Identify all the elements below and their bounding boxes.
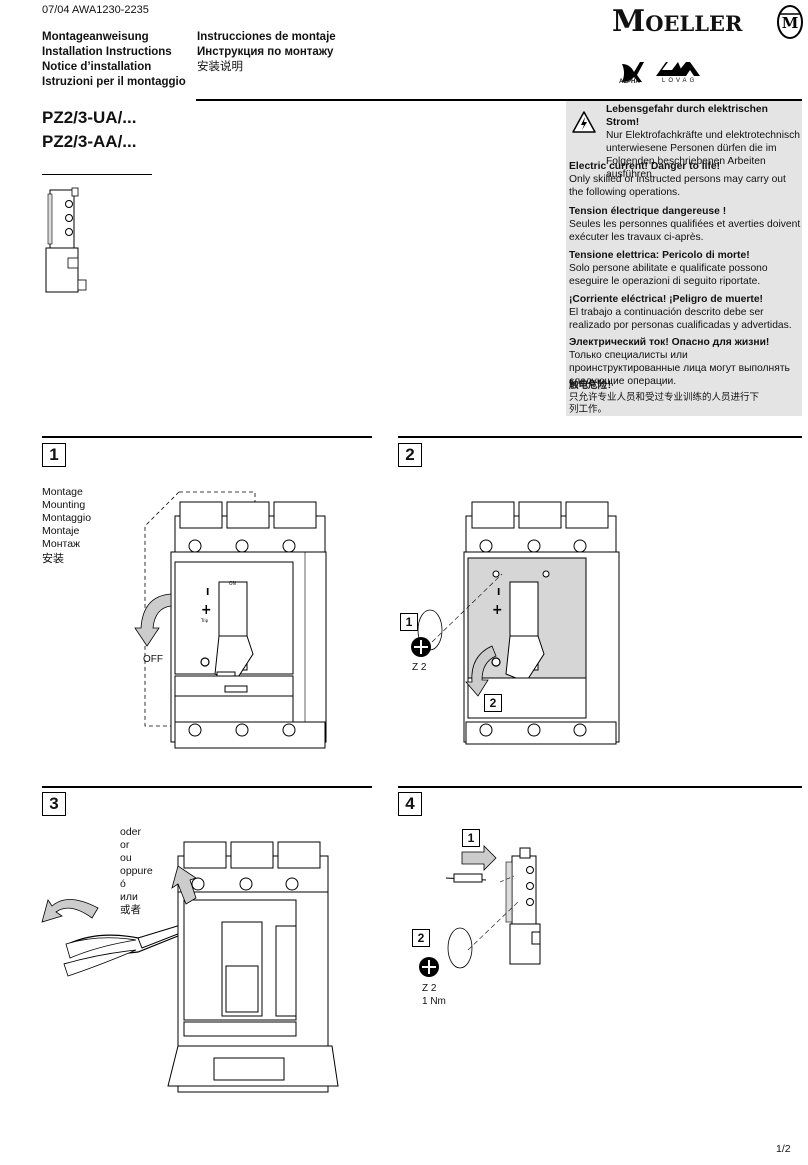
warning-de: Lebensgefahr durch elektrischen Strom! N… (606, 103, 802, 181)
step1-label-es: Montaje (42, 525, 80, 537)
warning-en-text: Only skilled or instructed persons may c… (569, 174, 786, 198)
breaker-illustration-step1: I + ON Trip (134, 491, 327, 749)
step3-label-es: ó (120, 878, 126, 890)
step1-number: 1 (42, 443, 66, 467)
step3-label-ru: или (120, 891, 138, 903)
step2-tool-label: Z 2 (412, 662, 427, 673)
step3-rule (42, 786, 372, 788)
step1-rule (42, 436, 372, 438)
step2-sub-number-2: 2 (484, 694, 502, 712)
warning-fr-text: Seules les personnes qualifiées et avert… (569, 219, 801, 243)
warning-en: Electric current! Danger to life! Only s… (569, 160, 801, 199)
warning-en-heading: Electric current! Danger to life! (569, 161, 721, 172)
warning-ru-text: Только специалисты или проинструктирован… (569, 350, 790, 387)
step3-labels: oder or ou oppure ó или 或者 (120, 826, 153, 917)
warning-it: Tensione elettrica: Pericolo di morte! S… (569, 249, 801, 288)
instruction-label-de: Montageanweisung (42, 31, 149, 43)
warning-es-text: El trabajo a continuación descrito debe … (569, 307, 792, 331)
step4-torque-label: 1 Nm (422, 996, 446, 1007)
moeller-logo: Moeller (612, 4, 743, 39)
step3-label-fr: ou (120, 852, 132, 864)
step2-sub-number-1: 1 (400, 613, 418, 631)
step2-rule (398, 436, 802, 438)
alpha-logo-text: ALPHA (619, 79, 640, 85)
svg-text:+: + (492, 602, 503, 618)
warning-zh-heading: 触电危险！ (569, 380, 617, 391)
instructions-languages-left: Montageanweisung Installation Instructio… (42, 30, 186, 90)
step3-label-de: oder (120, 826, 142, 838)
header-rule (196, 99, 802, 101)
step3-label-zh: 或者 (120, 904, 141, 916)
step1-label-ru: Монтаж (42, 538, 81, 550)
screwdriver-icon-step4 (419, 957, 439, 977)
product-illustration (45, 187, 87, 293)
lovag-logo-icon (656, 62, 700, 76)
step1-label-zh: 安装 (42, 553, 64, 565)
instruction-label-it: Istruzioni per il montaggio (42, 76, 186, 88)
step1-labels: Montage Mounting Montaggio Montaje Монта… (42, 486, 91, 566)
instruction-label-zh: 安装说明 (197, 61, 243, 73)
step2-number: 2 (398, 443, 422, 467)
warning-box (566, 101, 802, 416)
page-number: 1/2 (776, 1143, 791, 1155)
on-label: ON (229, 581, 236, 587)
step4-number: 4 (398, 792, 422, 816)
svg-text:I: I (206, 587, 209, 598)
warning-ru-heading: Электрический ток! Опасно для жизни! (569, 337, 770, 348)
step4-rule (398, 786, 802, 788)
electric-hazard-icon (572, 111, 596, 133)
instructions-languages-right: Instrucciones de montaje Инструкция по м… (197, 30, 336, 75)
warning-ru: Электрический ток! Опасно для жизни! Тол… (569, 336, 801, 388)
warning-de-heading: Lebensgefahr durch elektrischen Strom! (606, 104, 768, 128)
step1-label-it: Montaggio (42, 512, 92, 524)
title-rule (42, 174, 152, 175)
product-title-line1: PZ2/3-UA/... (42, 108, 137, 127)
product-title-line2: PZ2/3-AA/... (42, 132, 137, 151)
alpha-logo-icon (622, 62, 644, 82)
instruction-label-fr: Notice d’installation (42, 61, 152, 73)
step1-label-en: Mounting (42, 499, 86, 511)
warning-es-heading: ¡Corriente eléctrica! ¡Peligro de muerte… (569, 294, 763, 305)
instruction-label-ru: Инструкция по монтажу (197, 46, 334, 58)
svg-text:I: I (497, 587, 500, 598)
instruction-label-en: Installation Instructions (42, 46, 172, 58)
screwdriver-icon-step2 (411, 637, 431, 657)
step3-number: 3 (42, 792, 66, 816)
step3-label-it: oppure (120, 865, 153, 877)
warning-fr-heading: Tension électrique dangereuse ! (569, 206, 727, 217)
svg-text:M: M (782, 14, 799, 32)
warning-es: ¡Corriente eléctrica! ¡Peligro de muerte… (569, 293, 801, 332)
step3-label-en: or (120, 839, 130, 851)
accessory-illustration-step4 (445, 845, 541, 969)
warning-zh-text: 只允许专业人员和受过专业训练的人员进行下列工作。 (569, 392, 760, 415)
step1-label-de: Montage (42, 486, 83, 498)
step1-off-label: OFF (143, 654, 163, 665)
instruction-label-es: Instrucciones de montaje (197, 31, 336, 43)
breaker-illustration-step3 (41, 841, 339, 1093)
step4-tool-label: Z 2 (422, 983, 437, 994)
warning-it-heading: Tensione elettrica: Pericolo di morte! (569, 250, 750, 261)
warning-it-text: Solo persone abilitate e qualificate pos… (569, 263, 768, 287)
warning-fr: Tension électrique dangereuse ! Seules l… (569, 205, 801, 244)
document-code: 07/04 AWA1230-2235 (42, 4, 149, 16)
svg-text:+: + (201, 602, 212, 618)
warning-zh: 触电危险！ 只允许专业人员和受过专业训练的人员进行下列工作。 (569, 380, 801, 416)
step4-sub-number-1: 1 (462, 829, 480, 847)
lovag-logo-text: LOVAG (662, 78, 698, 84)
warning-de-text: Nur Elektrofachkräfte und elektrotechnis… (606, 130, 801, 180)
moeller-emblem-icon: M (777, 5, 803, 39)
step4-sub-number-2: 2 (412, 929, 430, 947)
product-title: PZ2/3-UA/... PZ2/3-AA/... (42, 106, 136, 154)
trip-label: Trip (200, 618, 209, 624)
